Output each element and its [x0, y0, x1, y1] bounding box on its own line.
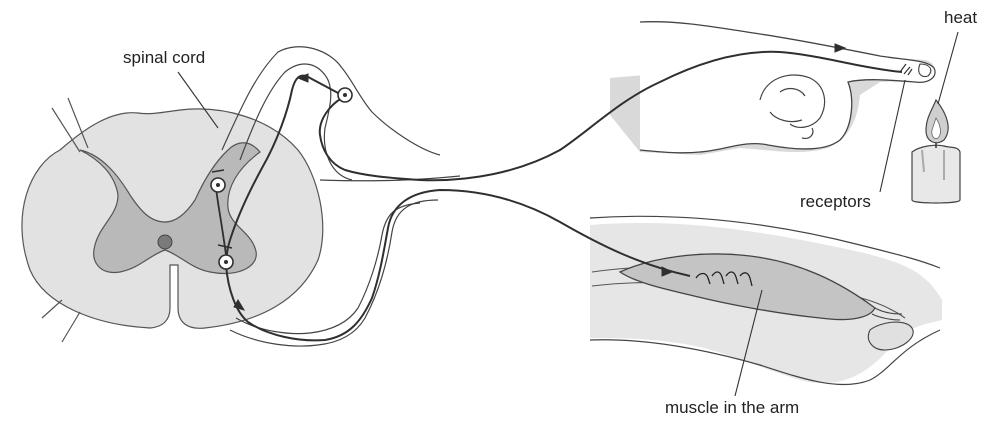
- white-matter: [22, 109, 323, 328]
- central-canal: [158, 235, 172, 249]
- flame-icon: [926, 100, 948, 143]
- receptors-label: receptors: [800, 192, 871, 212]
- muscle-label: muscle in the arm: [665, 398, 799, 418]
- elbow-joint: [868, 322, 913, 350]
- candle-icon: [912, 138, 960, 203]
- heat-leader: [938, 32, 958, 104]
- heat-label: heat: [944, 8, 977, 28]
- ventral-root-left-2: [62, 312, 80, 342]
- fingernail: [919, 64, 931, 77]
- ventral-root-left: [42, 300, 62, 318]
- candle-body: [912, 145, 960, 203]
- spinal-cord-label: spinal cord: [123, 48, 205, 68]
- receptors-leader: [880, 80, 905, 192]
- hand-icon: [610, 22, 935, 155]
- arm-icon: [590, 216, 942, 384]
- hand-outline: [640, 22, 935, 153]
